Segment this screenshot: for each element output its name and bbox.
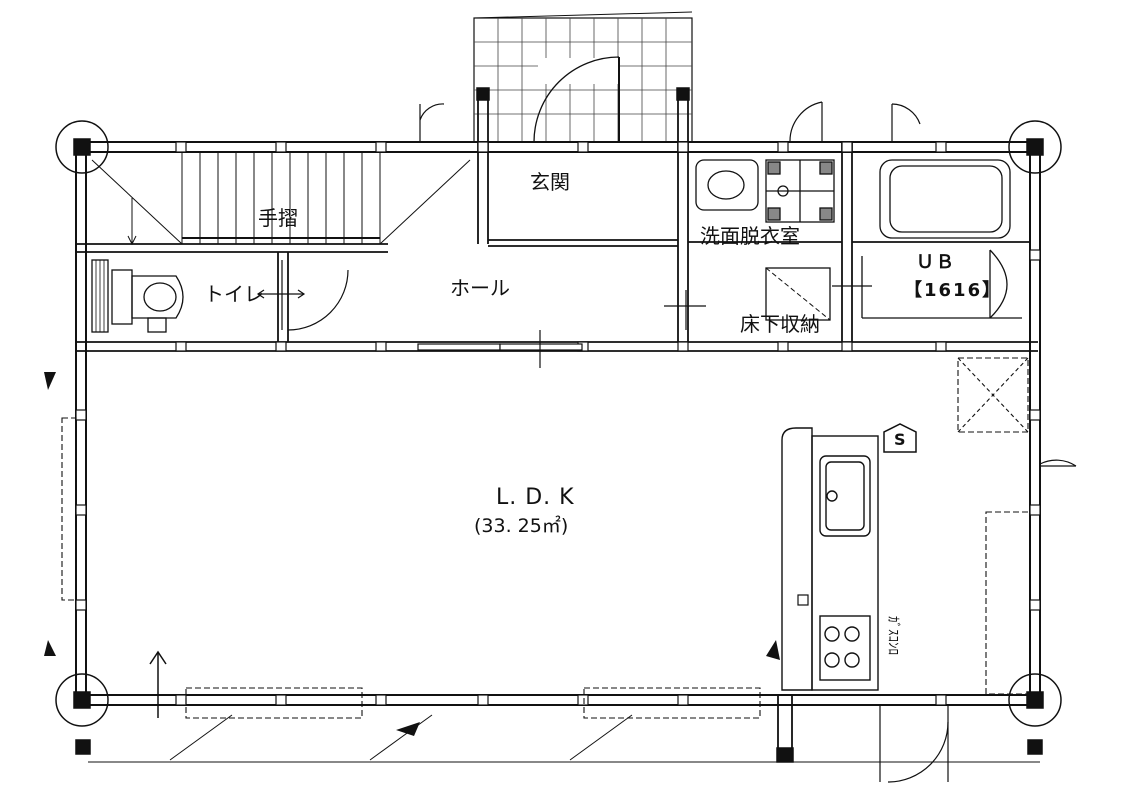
washroom-fixtures	[695, 159, 835, 321]
s-badge-label: S	[894, 430, 906, 449]
terrace-hatch	[88, 714, 1040, 763]
hall-label: ホール	[450, 276, 510, 300]
corner-columns	[55, 87, 1062, 763]
ldk-label: L. D. K	[496, 485, 575, 510]
dimension-markers	[44, 372, 780, 736]
toilet-fixture	[91, 259, 349, 333]
toilet-label: トイレ	[204, 282, 264, 306]
gas-stove-label: ｶﾞｽｺﾝﾛ	[885, 616, 900, 655]
ldk-area-label: (33. 25㎡)	[474, 515, 569, 537]
unit-bath	[861, 159, 1022, 319]
entrance-porch	[473, 11, 693, 143]
wall-columns	[75, 141, 1041, 706]
entrance-label: 玄関	[530, 170, 570, 194]
staircase	[91, 152, 471, 246]
underfloor-storage-label: 床下収納	[740, 312, 820, 336]
interior-walls	[76, 88, 1038, 760]
entry-arrow	[149, 650, 167, 718]
kitchen-counter	[781, 427, 879, 691]
openings	[256, 260, 872, 368]
door-swings	[419, 101, 1077, 783]
bath-label: ＵＢ	[916, 252, 956, 273]
windows	[61, 357, 1031, 719]
washroom-label: 洗面脱衣室	[700, 224, 800, 248]
handrail-label: 手摺	[258, 206, 298, 230]
storage-badge	[883, 423, 917, 453]
bath-size-label: 【1616】	[904, 280, 1003, 301]
